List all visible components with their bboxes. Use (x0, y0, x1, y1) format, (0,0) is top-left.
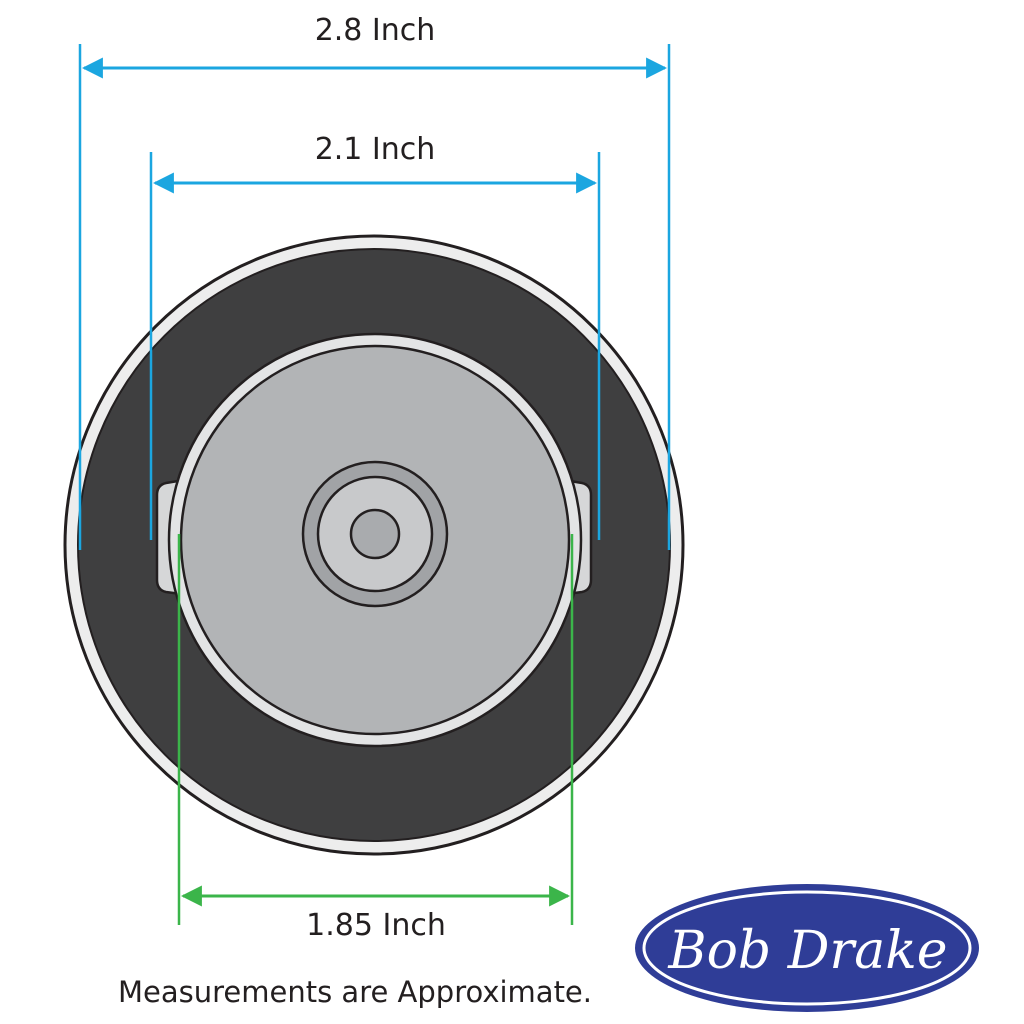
logo-outer-oval (635, 884, 979, 1012)
lower-width-label: 1.85 Inch (306, 908, 446, 943)
outer-diameter-dimension (78, 44, 671, 550)
bob-drake-logo: Bob Drake (635, 884, 979, 1012)
gas-cap-illustration (63, 234, 685, 856)
lower-width-dimension (177, 534, 574, 925)
inner-width-dimension (149, 152, 601, 540)
inner-width-label: 2.1 Inch (314, 132, 436, 167)
logo-text: Bob Drake (667, 921, 947, 981)
cap-center-hub (349, 508, 401, 560)
outer-diameter-label: 2.8 Inch (314, 13, 436, 48)
approximate-measurements-note: Measurements are Approximate. (118, 975, 592, 1009)
logo-inner-stroke (642, 890, 972, 1006)
